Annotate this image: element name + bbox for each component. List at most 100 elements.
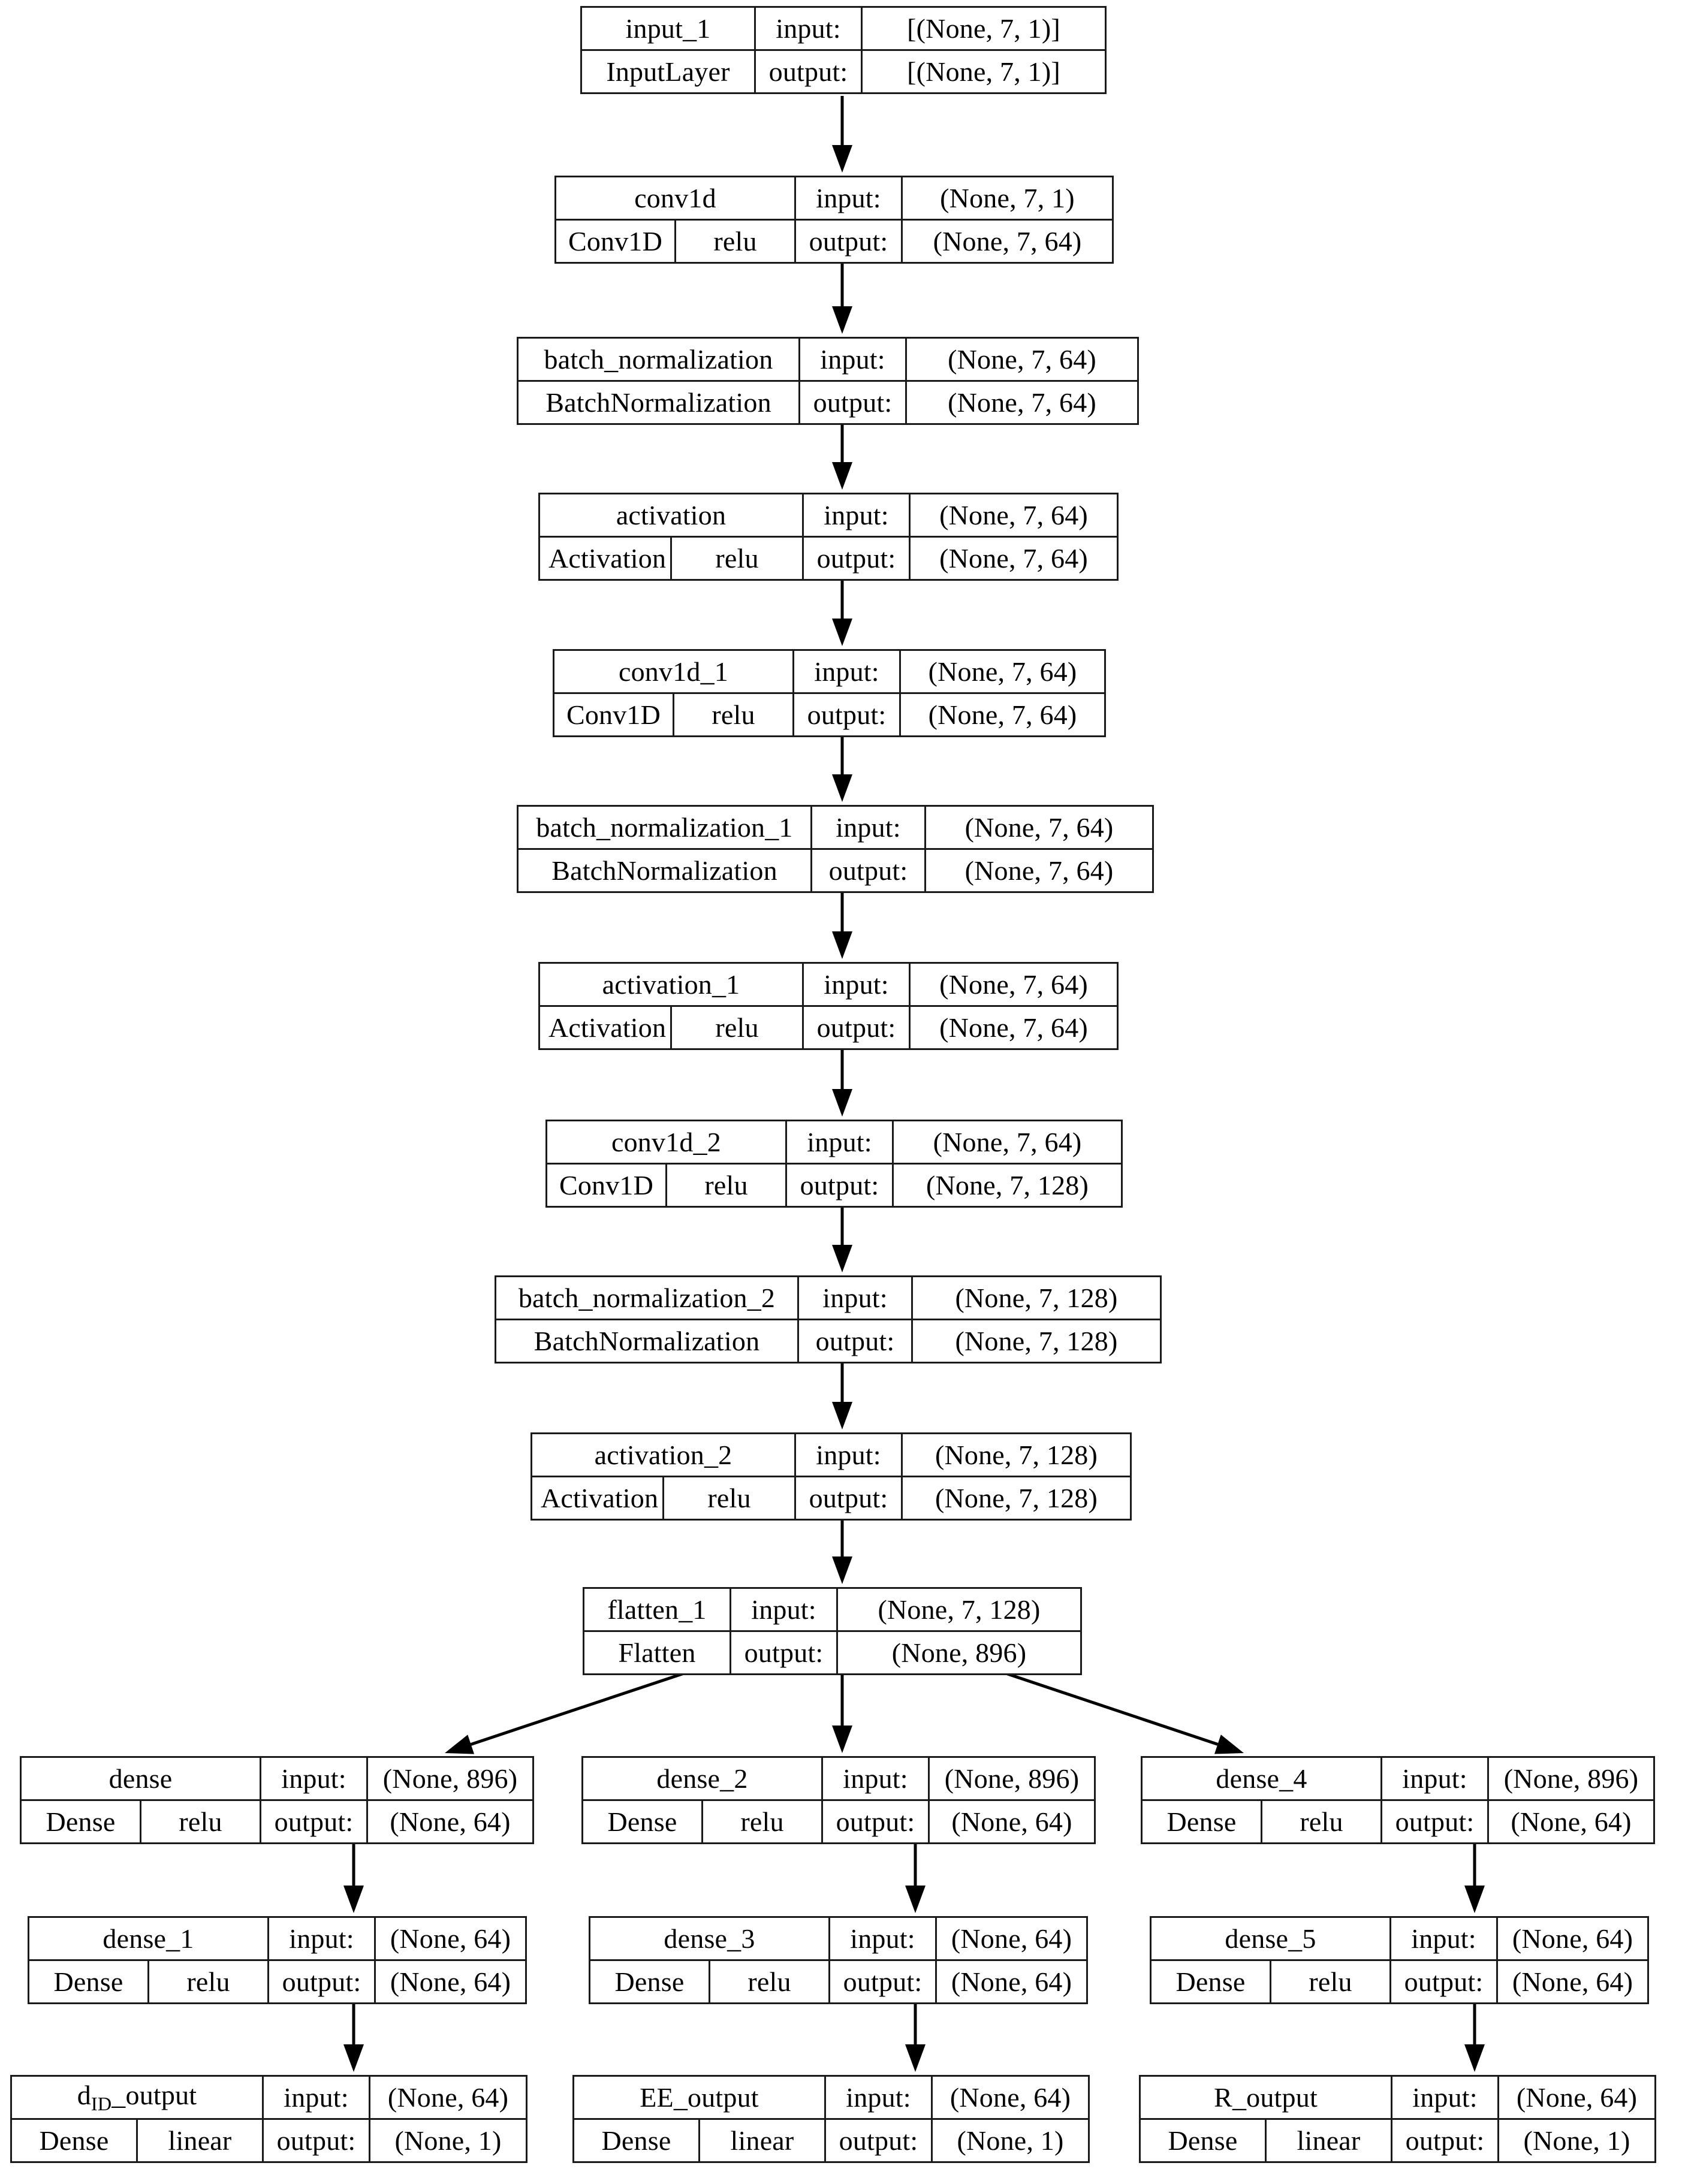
input-label: input: [821, 1756, 930, 1801]
edge-flatten_1-to-dense [445, 1670, 688, 1754]
edge-conv1d_2-to-batch_normalization_2 [832, 1202, 852, 1272]
input-shape: (None, 64) [374, 1916, 527, 1961]
layer-class: Dense [28, 1959, 149, 2004]
input-label: input: [262, 2075, 370, 2120]
layer-class: BatchNormalization [517, 380, 800, 425]
layer-name: dense_4 [1141, 1756, 1382, 1801]
input-shape: (None, 64) [935, 1916, 1088, 1961]
output-label: output: [730, 1630, 838, 1675]
edge-flatten_1-to-dense_2 [832, 1672, 852, 1753]
layer-name: dense_5 [1150, 1916, 1391, 1961]
output-label: output: [260, 1799, 368, 1844]
input-label: input: [267, 1916, 376, 1961]
output-label: output: [792, 692, 901, 737]
output-shape: (None, 7, 64) [899, 692, 1106, 737]
layer-activation: relu [665, 1163, 787, 1208]
input-label: input: [828, 1916, 937, 1961]
edge-input_1-to-conv1d [832, 96, 852, 173]
layer-class: Conv1D [554, 219, 676, 264]
edge-conv1d_1-to-batch_normalization_1 [832, 731, 852, 802]
input-shape: (None, 7, 64) [909, 962, 1119, 1007]
input-label: input: [810, 805, 926, 850]
layer-name: activation_2 [530, 1432, 796, 1477]
output-label: output: [754, 49, 863, 94]
input-shape: (None, 64) [931, 2075, 1090, 2120]
layer-class: Dense [1139, 2118, 1267, 2163]
layer-name: batch_normalization_1 [517, 805, 812, 850]
layer-activation: relu [140, 1799, 261, 1844]
edge-dense_1-to-dID_output [343, 1999, 364, 2072]
layer-name: dense_2 [581, 1756, 823, 1801]
output-shape: (None, 7, 128) [911, 1319, 1162, 1364]
input-shape: (None, 64) [1496, 1916, 1649, 1961]
output-shape: (None, 7, 128) [901, 1476, 1132, 1521]
layer-class: Dense [1150, 1959, 1271, 2004]
output-shape: [(None, 7, 1)] [861, 49, 1107, 94]
layer-activation: relu [1261, 1799, 1382, 1844]
layer-class: InputLayer [580, 49, 756, 94]
layer-class: Activation [538, 1005, 672, 1050]
layer-name: batch_normalization_2 [495, 1275, 799, 1320]
edge-activation_1-to-conv1d_2 [832, 1045, 852, 1117]
output-label: output: [798, 380, 907, 425]
input-shape: (None, 64) [1497, 2075, 1656, 2120]
output-shape: (None, 896) [836, 1630, 1082, 1675]
layer-name: dID_output [10, 2075, 264, 2120]
layer-activation: relu [670, 1005, 804, 1050]
input-shape: (None, 7, 1) [901, 176, 1114, 221]
layer-name: dense [20, 1756, 261, 1801]
output-shape: (None, 7, 64) [905, 380, 1139, 425]
layer-class: Dense [20, 1799, 141, 1844]
input-shape: (None, 7, 64) [909, 493, 1119, 538]
output-shape: (None, 7, 64) [901, 219, 1114, 264]
edge-dense_3-to-EE_output [905, 1999, 926, 2072]
input-shape: (None, 7, 64) [899, 649, 1106, 694]
layer-activation: linear [698, 2118, 826, 2163]
output-label: output: [267, 1959, 376, 2004]
input-shape: (None, 7, 128) [901, 1432, 1132, 1477]
input-shape: (None, 896) [928, 1756, 1096, 1801]
output-label: output: [824, 2118, 933, 2163]
output-label: output: [797, 1319, 913, 1364]
edge-dense-to-dense_1 [343, 1839, 364, 1913]
output-shape: (None, 64) [928, 1799, 1096, 1844]
output-shape: (None, 64) [366, 1799, 534, 1844]
edge-dense_4-to-dense_5 [1464, 1839, 1485, 1913]
input-shape: (None, 7, 128) [836, 1587, 1082, 1632]
output-label: output: [828, 1959, 937, 2004]
layer-name: activation_1 [538, 962, 804, 1007]
output-shape: (None, 7, 128) [892, 1163, 1123, 1208]
layer-activation: relu [709, 1959, 830, 2004]
layer-activation: linear [136, 2118, 264, 2163]
layer-name: dense_1 [28, 1916, 269, 1961]
